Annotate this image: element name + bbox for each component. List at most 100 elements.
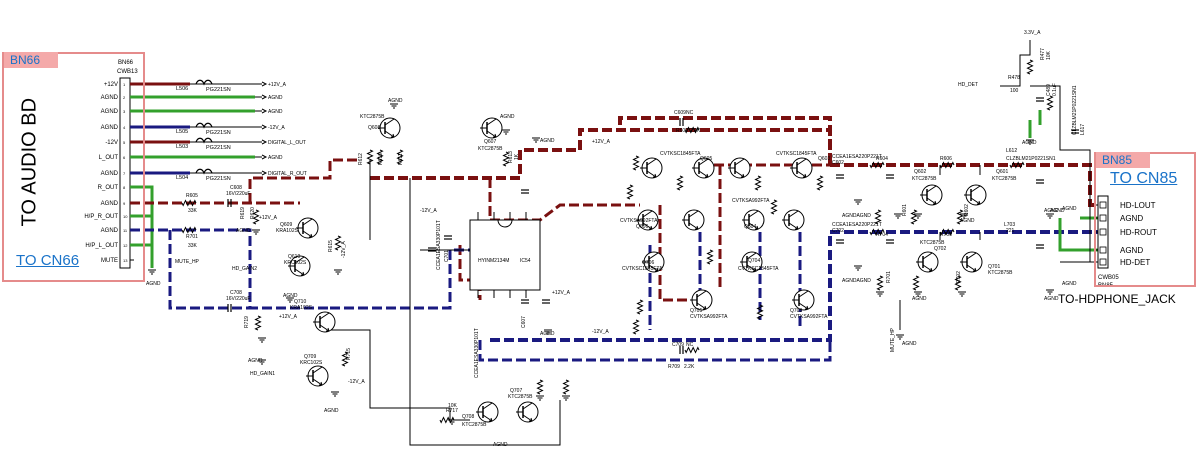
label-r606: R606 [940,156,952,162]
label-r478v: 100 [1010,88,1019,94]
resistor-symbol [869,161,885,169]
resistor-symbol [632,319,640,335]
label-q606p: CVTKSA992FTA [620,218,658,224]
left-pin-number: 12 [123,243,128,248]
label-c602p: CCEA1ESA220P221T [832,154,882,160]
right-pin-label: HD-DET [1120,258,1150,267]
label-agnd_mute: AGND [902,341,917,347]
to-cn85-link[interactable]: TO CN85 [1110,170,1178,187]
label-q707p: KTC2875B [508,394,533,400]
capacitor-symbol [679,118,684,126]
ground-symbol [252,229,260,235]
label-q606: Q606 [636,224,648,230]
filter-net: AGND [268,95,283,101]
right-block-tag: BN85 [1096,152,1150,168]
label-agnd_c607: AGND [540,331,555,337]
label-r619: R619 [240,207,246,219]
resistor-symbol [706,249,714,265]
transistor-symbol [790,157,813,179]
label-q706p: CVTKSC1845FTA [622,266,663,272]
resistor-symbol [1026,59,1034,75]
filter-net: AGND [268,109,283,115]
capacitor-symbol [1036,179,1044,184]
left-block-tag: BN66 [4,52,58,68]
left-pin-label: H/P_L_OUT [85,243,118,249]
resistor-symbol [254,315,262,331]
wire-blue-lower [490,230,1100,342]
resistor-symbol [869,228,885,236]
label-agnd_q607: AGND [500,114,515,120]
label-r702: R702 [956,271,962,283]
label-m12a_1: -12V_A [341,241,347,258]
label-r609: R609 [676,128,688,134]
label-agnd_r719: AGND [248,358,263,364]
left-pin-number: 2 [123,95,126,100]
transistor-symbol [306,365,329,387]
left-pin-label: AGND [101,171,119,177]
left-block-frame [2,52,145,282]
label-q609: Q609 [280,222,292,228]
filter-part: PG221SN [206,130,231,136]
ground-symbol [958,291,966,297]
label-q603: Q603 [818,156,830,162]
label-mute_hp: MUTE_HP [175,259,200,265]
filter-ref: L505 [176,129,188,135]
left-pin-number: 8 [123,185,126,190]
label-c702: C702 [832,228,844,234]
transistor-symbol [313,311,336,333]
filter-part: PG221SN [206,87,231,93]
capacitor-symbol [679,346,684,354]
label-p12a_q609: +12V_A [259,215,278,221]
ground-symbol [334,269,342,275]
label-agnd_q610: AGND [283,293,298,299]
transistor-symbol [296,217,319,239]
label-r613: R613 [508,151,514,163]
label-q709: Q709 [304,354,316,360]
label-agnd_q709: AGND [324,408,339,414]
ground-symbol [258,337,266,343]
ground-symbol [854,265,862,271]
label-q707: Q707 [510,388,522,394]
label-r478: R478 [1008,75,1020,81]
resistor-symbol [684,346,700,354]
label-q610p: KRC102S [284,260,307,266]
label-l617p: CLZBLM21P0221SN1 [1072,85,1078,135]
left-connector-name: BN66 [118,60,134,66]
label-q708: Q708 [462,414,474,420]
filter-ref: L503 [176,144,188,150]
label-r609v: 2.2K [690,128,701,134]
resistor-symbol [636,299,644,315]
resistor-symbol [502,151,510,167]
wire-blue-bot2 [478,340,832,362]
label-q601: Q601 [996,169,1008,175]
label-r616: R616 [378,153,384,165]
to-cn66-link[interactable]: TO CN66 [16,252,80,269]
label-m12a_2: -12V_A [348,379,365,385]
resistor-symbol [684,126,700,134]
resistor-symbol [536,379,544,395]
label-agnd_c604: AGND [1062,206,1077,212]
label-r620: R620 [250,207,256,219]
ground-symbol [502,129,510,135]
label-q705: Q705 [690,308,702,314]
left-pin-number: 3 [123,109,126,114]
label-q604p: CVTKSA992FTA [732,198,770,204]
label-ic54: IC54 [520,258,531,264]
label-m12a_ic: -12V_A [420,208,437,214]
resistor-symbol [252,209,260,225]
transistor-symbol [516,401,539,423]
left-pin-label: MUTE [101,258,118,264]
left-pin-label: AGND [101,95,119,101]
label-r715: R715 [346,348,352,360]
transistor-symbol [740,251,763,273]
label-q703p: CVTKSA992FTA [790,314,828,320]
capacitor-symbol [836,174,844,179]
right-pin-label: HD-LOUT [1120,201,1156,210]
left-pin-label: AGND [101,109,119,115]
label-hd_det: HD_DET [958,82,978,88]
label-hd_gain1: HD_GAIN1 [250,371,275,377]
capacitor-symbol [1036,244,1044,249]
label-l612: L612 [1006,148,1017,154]
label-p12a_q710: +12V_A [279,314,298,320]
label-q702p: KTC2875B [920,240,945,246]
